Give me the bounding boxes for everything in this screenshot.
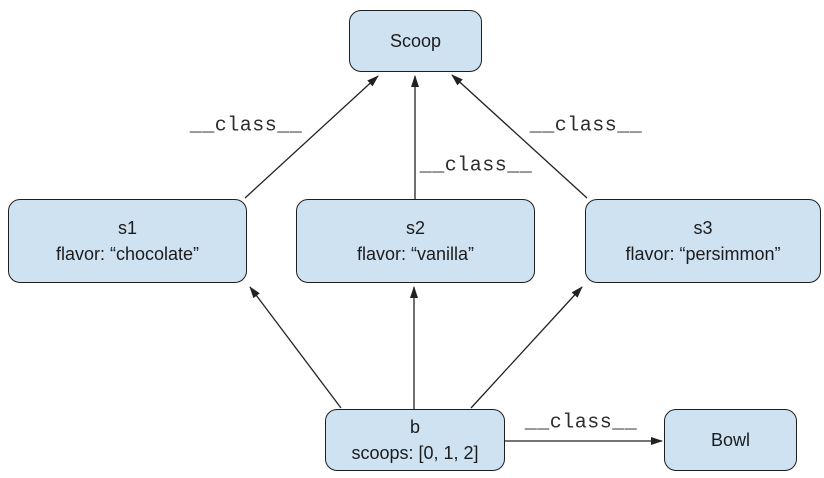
- edge-label-s3-class: __class__: [529, 114, 643, 138]
- node-scoop-title: Scoop: [389, 31, 442, 51]
- edge-label-b-class: __class__: [524, 411, 638, 435]
- node-b-attribute: scoops: [0, 1, 2]: [351, 443, 479, 463]
- node-b: b scoops: [0, 1, 2]: [325, 409, 505, 471]
- edge-b-to-s1: [249, 286, 342, 409]
- edge-b-to-s3: [470, 286, 583, 409]
- node-bowl-title: Bowl: [710, 430, 750, 450]
- node-b-title: b: [409, 417, 420, 437]
- node-s1: s1 flavor: “chocolate”: [8, 199, 247, 283]
- node-s1-attribute: flavor: “chocolate”: [55, 244, 200, 264]
- node-s1-title: s1: [117, 218, 137, 238]
- node-s2-attribute: flavor: “vanilla”: [356, 244, 475, 264]
- edge-label-s2-class: __class__: [419, 154, 533, 178]
- node-s3-attribute: flavor: “persimmon”: [625, 244, 781, 264]
- node-s2-title: s2: [405, 218, 425, 238]
- node-bowl: Bowl: [664, 409, 797, 471]
- node-s2: s2 flavor: “vanilla”: [296, 199, 535, 283]
- edge-label-s1-class: __class__: [189, 114, 303, 138]
- node-s3: s3 flavor: “persimmon”: [585, 199, 821, 283]
- node-scoop: Scoop: [349, 10, 482, 72]
- node-s3-title: s3: [693, 218, 713, 238]
